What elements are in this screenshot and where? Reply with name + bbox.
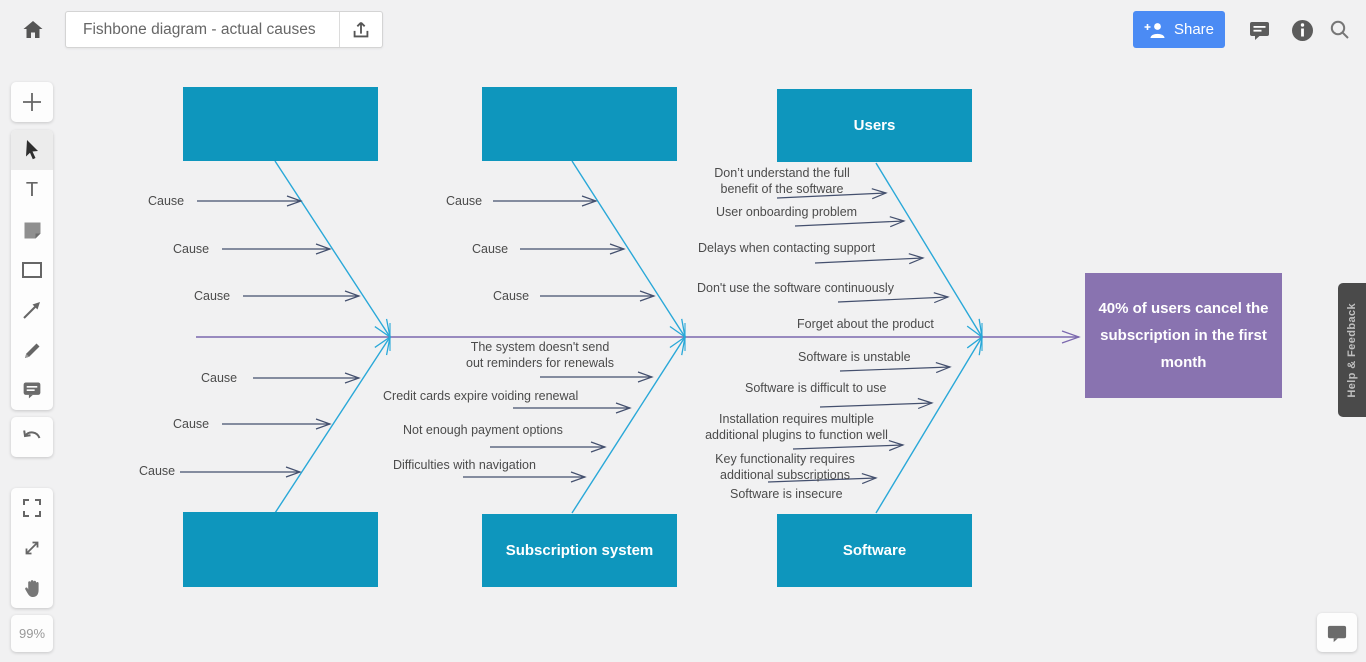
cause-label[interactable]: Cause [139, 464, 176, 478]
cause-label[interactable]: User onboarding problem [716, 205, 858, 219]
plus-icon [23, 93, 41, 111]
cause-label[interactable]: Software is insecure [730, 487, 843, 501]
effect-box[interactable]: 40% of users cancel the subscription in … [1085, 273, 1282, 398]
cause-label[interactable]: Credit cards expire voiding renewal [383, 389, 579, 403]
info-icon [1291, 19, 1313, 41]
export-button[interactable] [340, 12, 382, 47]
document-title-input[interactable] [66, 12, 339, 47]
chat-icon [1327, 625, 1347, 642]
zoom-level-value: 99% [18, 626, 46, 641]
cause-label[interactable]: Cause [173, 242, 210, 256]
help-feedback-tab[interactable]: Help & Feedback [1338, 283, 1366, 417]
add-shape-card [11, 82, 53, 122]
share-button[interactable]: Share [1133, 11, 1225, 48]
draw-tool-button[interactable] [11, 330, 53, 370]
category-box-software[interactable]: Software [777, 514, 972, 587]
resize-icon [25, 541, 39, 555]
connector-tool-button[interactable] [11, 290, 53, 330]
add-shape-button[interactable] [11, 82, 53, 122]
cause-label[interactable]: Delays when contacting support [698, 241, 876, 255]
category-box-top-2[interactable] [482, 87, 677, 161]
pencil-icon [24, 343, 39, 358]
cause-label[interactable]: Software is difficult to use [745, 381, 887, 395]
cause-label[interactable]: Cause [446, 194, 483, 208]
zoom-level-button[interactable]: 99% [11, 615, 53, 652]
share-person-plus-icon [1144, 22, 1165, 38]
search-icon [1330, 20, 1349, 39]
cause-label[interactable]: Key functionality requires additional su… [715, 452, 855, 482]
share-button-label: Share [1173, 21, 1215, 38]
shape-icon [22, 262, 42, 278]
title-divider [339, 12, 340, 47]
cause-label[interactable]: Cause [194, 289, 231, 303]
comments-button[interactable] [1244, 15, 1274, 45]
fit-resize-button[interactable] [11, 528, 53, 568]
cause-label[interactable]: Don’t understand the full benefit of the… [714, 166, 850, 196]
sticky-note-tool-button[interactable] [11, 210, 53, 250]
undo-icon [23, 430, 41, 439]
view-tools-card [11, 488, 53, 608]
undo-button[interactable] [11, 417, 53, 457]
comment-icon [23, 382, 41, 399]
arrow-icon [23, 302, 40, 319]
export-icon [353, 21, 369, 37]
cause-label[interactable]: Cause [201, 371, 238, 385]
chat-button[interactable] [1317, 613, 1357, 652]
home-button[interactable] [16, 13, 50, 47]
comment-tool-button[interactable] [11, 370, 53, 410]
cause-label[interactable]: Installation requires multiple additiona… [705, 412, 888, 442]
pan-tool-button[interactable] [11, 568, 53, 608]
undo-card [11, 417, 53, 457]
cause-label[interactable]: Cause [493, 289, 530, 303]
branch-lines[interactable] [274, 160, 983, 514]
cause-arrows[interactable] [180, 188, 952, 485]
cause-label[interactable]: Cause [148, 194, 185, 208]
category-box-bottom-1[interactable] [183, 512, 378, 587]
text-icon: T [25, 179, 39, 201]
cause-label[interactable]: The system doesn't send out reminders fo… [466, 340, 614, 370]
fullscreen-button[interactable] [11, 488, 53, 528]
document-title-bar [65, 11, 383, 48]
home-icon [23, 21, 43, 38]
cause-label[interactable]: Cause [472, 242, 509, 256]
cursor-icon [26, 140, 38, 160]
cause-label[interactable]: Cause [173, 417, 210, 431]
cause-label[interactable]: Forget about the product [797, 317, 934, 331]
select-tool-button[interactable] [11, 130, 53, 170]
category-box-subscription-system[interactable]: Subscription system [482, 514, 677, 587]
cause-label[interactable]: Difficulties with navigation [393, 458, 536, 472]
category-box-top-1[interactable] [183, 87, 378, 161]
tools-card: T [11, 130, 53, 410]
sticky-note-icon [24, 222, 40, 238]
cause-label[interactable]: Software is unstable [798, 350, 911, 364]
fullscreen-icon [23, 499, 41, 517]
pan-hand-icon [25, 579, 39, 597]
info-button[interactable] [1287, 15, 1317, 45]
cause-label[interactable]: Don't use the software continuously [697, 281, 894, 295]
search-button[interactable] [1325, 15, 1355, 45]
shape-tool-button[interactable] [11, 250, 53, 290]
cause-label[interactable]: Not enough payment options [403, 423, 563, 437]
text-tool-button[interactable]: T [11, 170, 53, 210]
category-box-users[interactable]: Users [777, 89, 972, 162]
comments-icon [1249, 21, 1269, 40]
